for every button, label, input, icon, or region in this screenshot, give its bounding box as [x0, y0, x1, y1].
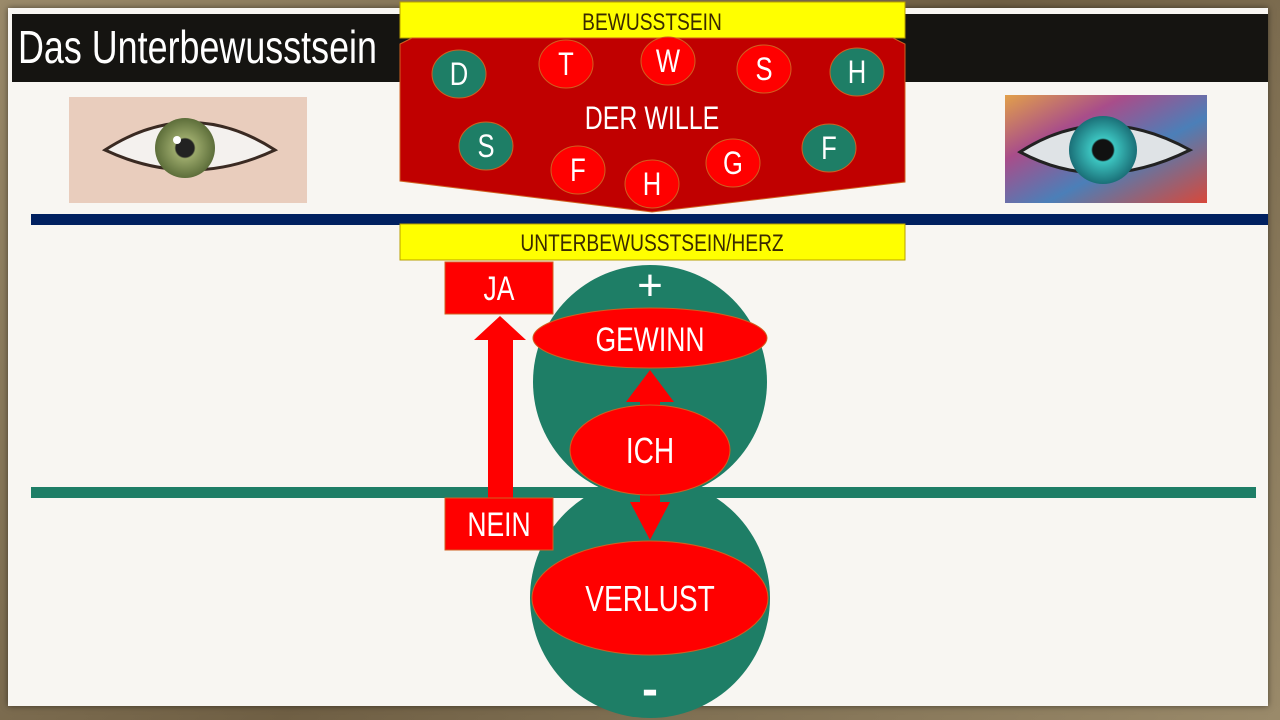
letter-circle-shape [538, 39, 594, 89]
letter-circle-shape [801, 123, 857, 173]
letter-circle-label: T [558, 47, 574, 82]
verlust-label: VERLUST [585, 579, 714, 619]
eye-photo-left [69, 97, 307, 203]
letter-circle-shape [705, 138, 761, 188]
slide-title: Das Unterbewusstsein [18, 21, 377, 73]
der-wille-label: DER WILLE [585, 101, 720, 137]
will-letter-circle: T [538, 39, 594, 89]
letter-circle-shape [550, 145, 606, 195]
letter-circle-label: D [450, 57, 468, 92]
minus-sign: - [642, 663, 658, 716]
unterbewusstsein-label: UNTERBEWUSSTSEIN/HERZ [520, 229, 783, 257]
plus-sign: + [637, 261, 663, 310]
nein-to-ja-arrow [474, 316, 526, 500]
letter-circle-label: W [656, 44, 681, 79]
conscious-divider-line [31, 214, 1268, 225]
letter-circle-shape [829, 47, 885, 97]
ich-label: ICH [626, 431, 674, 471]
letter-circle-label: F [821, 131, 837, 166]
gewinn-label: GEWINN [595, 321, 704, 359]
will-letter-circle: F [550, 145, 606, 195]
ja-label: JA [484, 270, 516, 308]
will-letter-circle: W [640, 36, 696, 86]
letter-circle-label: H [848, 55, 866, 90]
unterbewusstsein-label-box [399, 223, 906, 261]
will-letter-circle: F [801, 123, 857, 173]
verlust-ellipse [531, 540, 769, 656]
will-letter-circle: G [705, 138, 761, 188]
will-letter-circle: H [624, 159, 680, 209]
letter-circle-shape [736, 44, 792, 94]
letter-circle-shape [431, 49, 487, 99]
letter-circle-label: H [643, 167, 661, 202]
will-letter-circle: S [736, 44, 792, 94]
eye-art-right [1005, 95, 1207, 203]
ich-ellipse [569, 404, 731, 496]
nein-box [444, 497, 554, 551]
letter-circle-label: G [723, 146, 743, 181]
letter-circle-label: S [477, 129, 494, 164]
letter-circle-label: S [755, 52, 772, 87]
ja-box [444, 261, 554, 315]
will-letter-circle: H [829, 47, 885, 97]
bewusstsein-label: BEWUSSTSEIN [582, 8, 722, 36]
will-letter-circle: D [431, 49, 487, 99]
will-letter-circle: S [458, 121, 514, 171]
bewusstsein-label-box [399, 1, 906, 39]
gewinn-ellipse [532, 307, 768, 369]
nein-label: NEIN [467, 506, 530, 544]
letter-circle-shape [640, 36, 696, 86]
letter-circle-shape [624, 159, 680, 209]
letter-circle-shape [458, 121, 514, 171]
letter-circle-label: F [570, 153, 586, 188]
